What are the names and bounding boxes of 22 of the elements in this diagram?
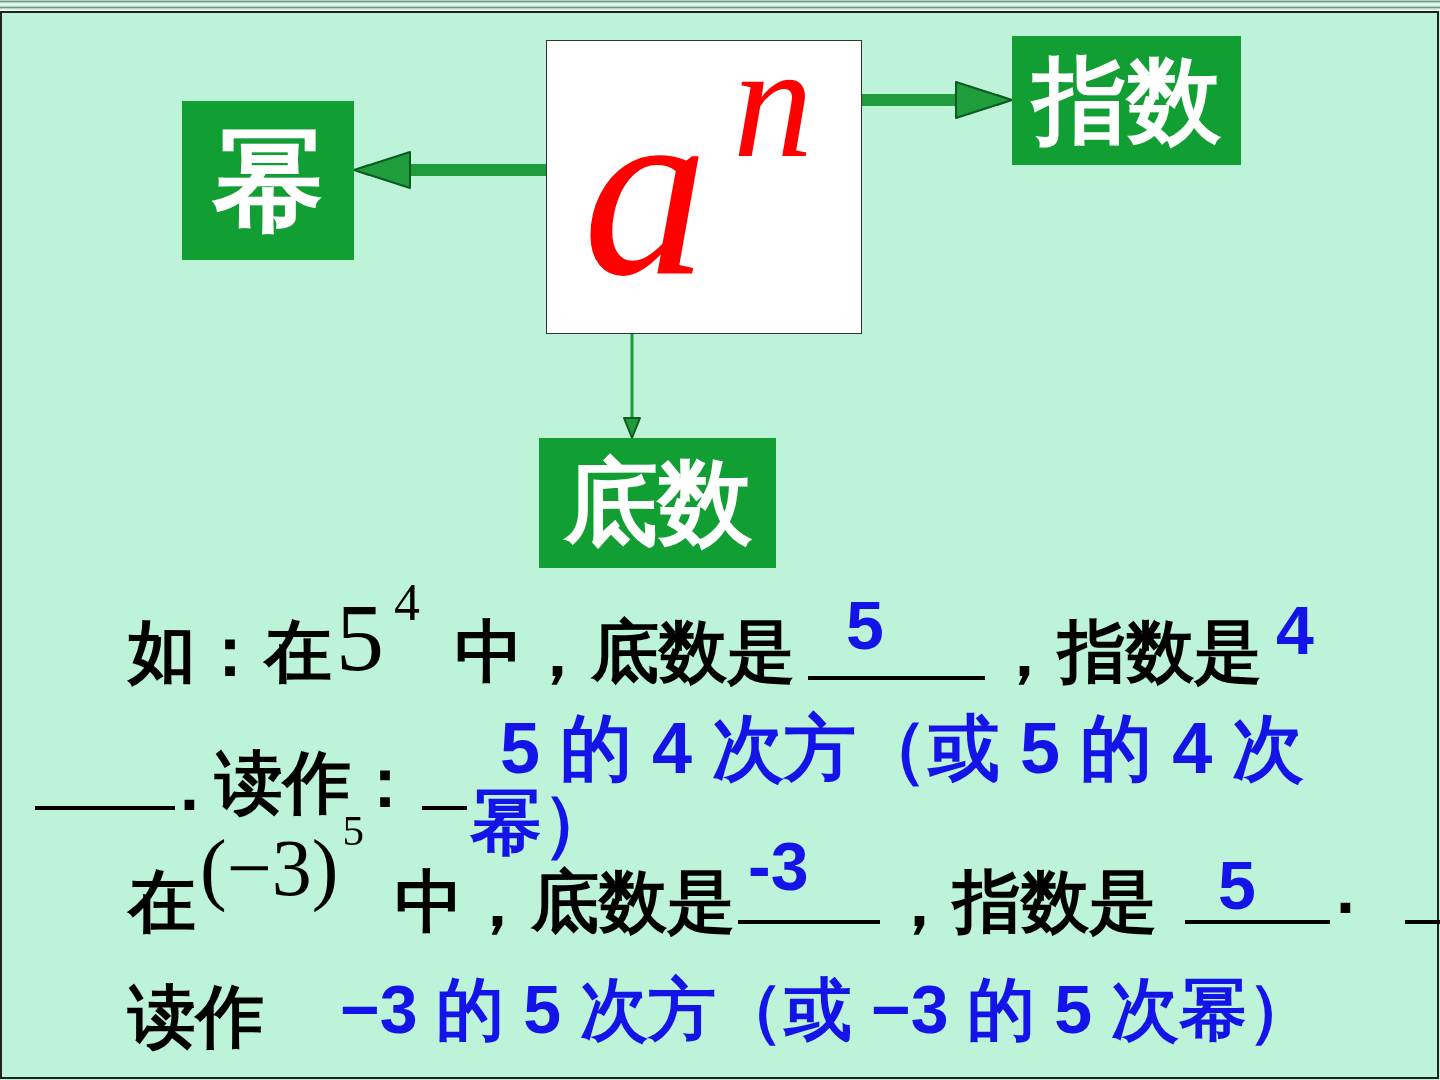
question-text: ，指数是 xyxy=(885,867,1157,935)
question-text: 中，底数是 xyxy=(395,867,735,935)
question-text: 如：在 xyxy=(128,617,332,685)
answer-text: 4 xyxy=(1276,596,1314,664)
full-stop: . xyxy=(1336,855,1355,923)
question-text: ，指数是 xyxy=(990,617,1262,685)
term-box: 底数 xyxy=(539,438,776,568)
question-text: 读作 xyxy=(128,982,264,1050)
expression-box xyxy=(546,40,862,334)
answer-text: 5 xyxy=(1218,851,1256,919)
question-text: 在 xyxy=(128,867,196,935)
power-expression: 5$^{4}$ xyxy=(336,580,420,693)
question-text: 读作： xyxy=(215,748,419,816)
arrow xyxy=(862,81,1013,119)
full-stop: . xyxy=(180,752,199,820)
answer-text: 5 xyxy=(846,591,884,659)
exponent-letter: n xyxy=(733,48,813,157)
term-box: 幂 xyxy=(182,101,354,260)
term-box: 指数 xyxy=(1012,36,1241,165)
arrow xyxy=(623,334,641,439)
arrow xyxy=(353,151,546,189)
math-letter: a xyxy=(583,104,708,274)
